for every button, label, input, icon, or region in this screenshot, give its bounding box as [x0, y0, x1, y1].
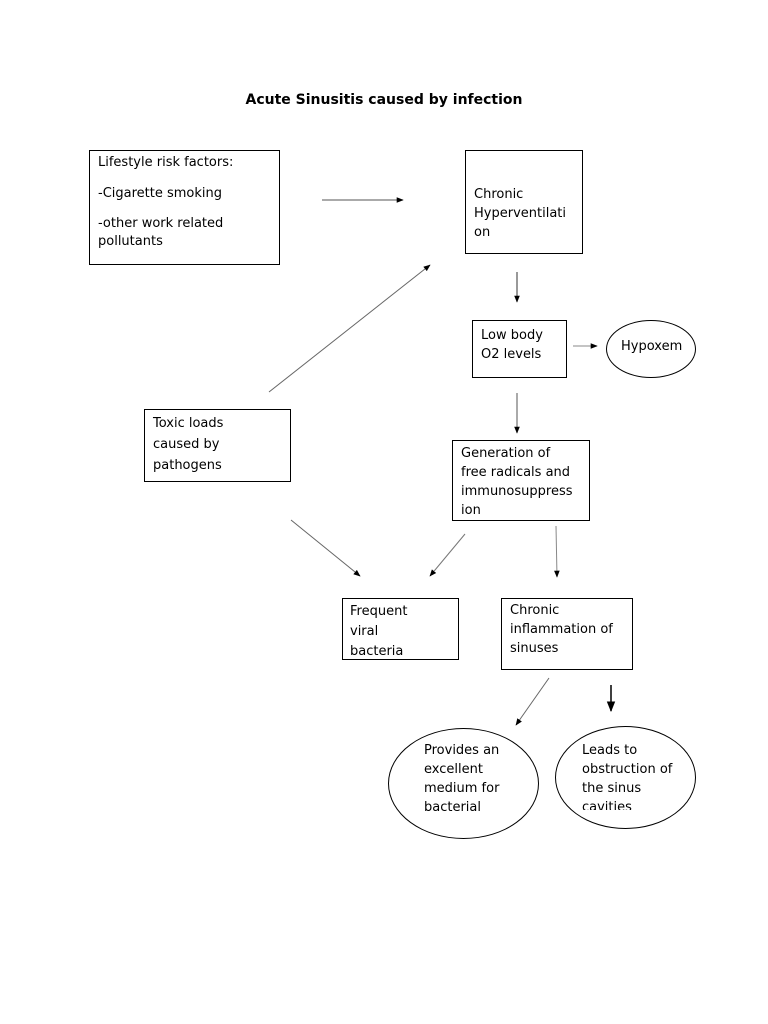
sinus-obstruction-ellipse: Leads to obstruction of the sinus caviti… — [555, 726, 696, 829]
sinus-obstruction-text: Leads to obstruction of the sinus caviti… — [582, 743, 673, 810]
chronic-inflammation-text: Chronic inflammation of sinuses — [510, 603, 613, 656]
chronic-hyperventilation-text: Chronic Hyperventilati on — [474, 187, 566, 240]
hypoxemia-ellipse: Hypoxem i — [606, 320, 696, 378]
diagram-title: Acute Sinusitis caused by infection — [245, 92, 523, 108]
chronic-inflammation-box: Chronic inflammation of sinuses — [501, 598, 633, 670]
low-body-o2-box: Low body O2 levels — [472, 320, 567, 378]
excellent-medium-text: Provides an excellent medium for bacteri… — [424, 743, 500, 815]
chronic-hyperventilation-box: Chronic Hyperventilati on — [465, 150, 583, 254]
arrow-toxic-to-viral — [290, 519, 361, 577]
toxic-loads-box: Toxic loads caused by pathogens — [144, 409, 291, 482]
free-radicals-box: Generation of free radicals and immunosu… — [452, 440, 590, 521]
hypoxemia-text: Hypoxem i — [621, 339, 683, 354]
frequent-viral-text: Frequent viral bacteria — [350, 604, 408, 658]
lifestyle-item-smoking: -Cigarette smoking — [98, 186, 223, 201]
arrow-free-radicals-to-inflammation — [554, 525, 560, 578]
arrow-toxic-to-hyperventilation — [268, 264, 431, 393]
arrow-free-radicals-to-viral — [429, 533, 466, 577]
toxic-loads-text: Toxic loads caused by pathogens — [153, 416, 224, 473]
frequent-viral-box: Frequent viral bacteria — [342, 598, 459, 660]
lifestyle-item-pollutants: -other work related pollutants — [98, 216, 224, 249]
free-radicals-text: Generation of free radicals and immunosu… — [461, 446, 573, 518]
lifestyle-risk-factors-box: Lifestyle risk factors: -Cigarette smoki… — [89, 150, 280, 265]
excellent-medium-ellipse: Provides an excellent medium for bacteri… — [388, 728, 539, 839]
arrow-inflammation-to-medium — [515, 677, 550, 726]
low-body-o2-text: Low body O2 levels — [481, 328, 543, 362]
lifestyle-heading: Lifestyle risk factors: — [98, 155, 234, 170]
